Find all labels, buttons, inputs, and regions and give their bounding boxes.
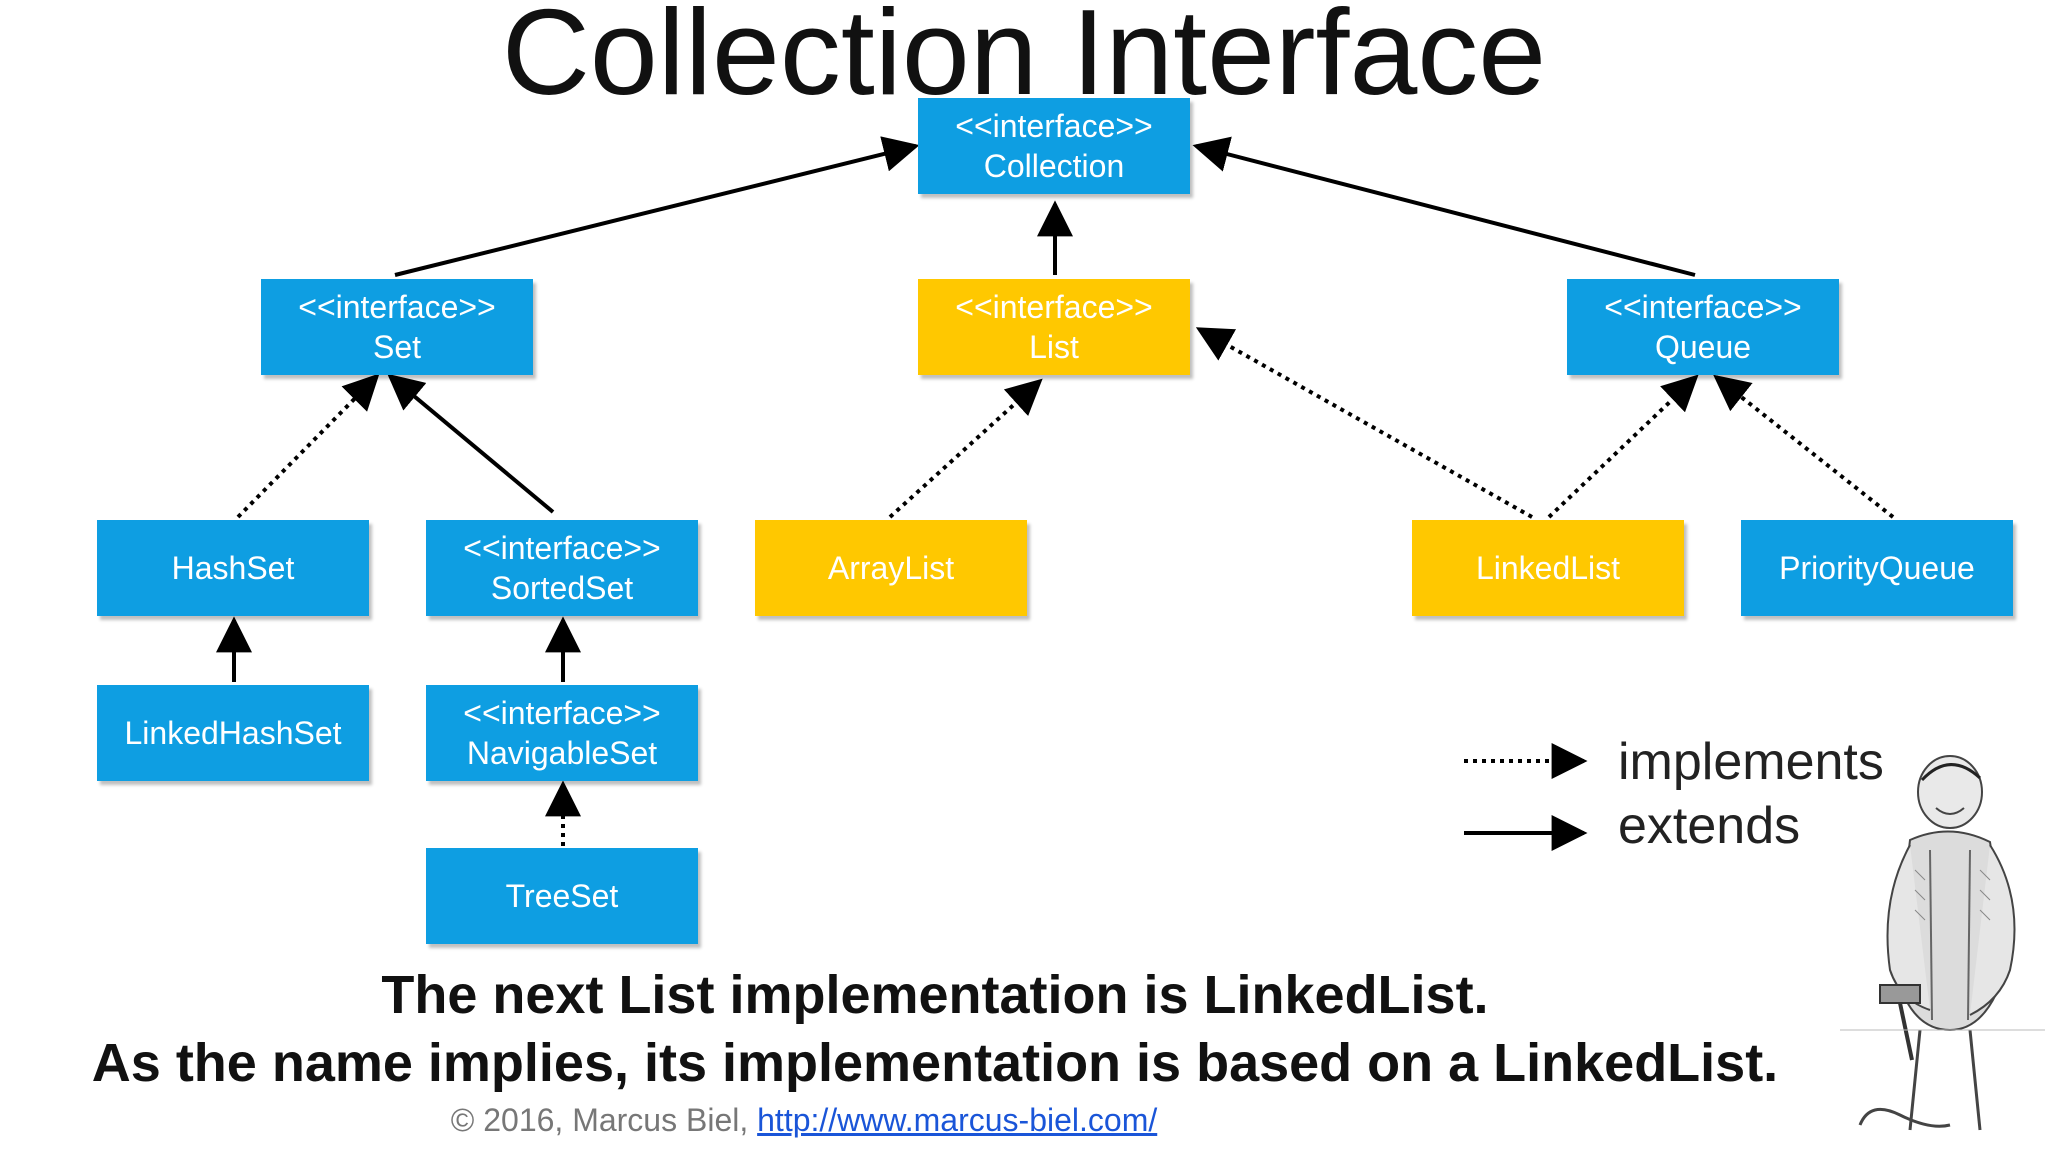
node-collection: <<interface>> Collection: [918, 98, 1190, 194]
node-list-stereotype: <<interface>>: [955, 289, 1153, 325]
caption-line-1: The next List implementation is LinkedLi…: [381, 965, 1489, 1025]
node-list: <<interface>> List: [918, 279, 1190, 375]
node-navigableset: <<interface>> NavigableSet: [426, 685, 698, 781]
page-title: Collection Interface: [501, 0, 1547, 120]
node-queue-name: Queue: [1654, 329, 1752, 365]
footer-copyright: © 2016, Marcus Biel,: [450, 1102, 749, 1138]
edge-hashset-set: [236, 373, 380, 519]
footer-link[interactable]: http://www.marcus-biel.com/: [757, 1102, 1158, 1138]
node-navigableset-name: NavigableSet: [466, 735, 658, 771]
edge-queue-collection: [1192, 136, 1696, 277]
node-priorityqueue-name: PriorityQueue: [1779, 550, 1975, 586]
node-list-name: List: [1029, 329, 1079, 365]
node-collection-name: Collection: [983, 148, 1125, 184]
node-linkedhashset: LinkedHashSet: [97, 685, 369, 781]
edge-linkedlist-list: [1195, 327, 1533, 519]
node-queue: <<interface>> Queue: [1567, 279, 1839, 375]
footer: © 2016, Marcus Biel, http://www.marcus-b…: [0, 1100, 1828, 1140]
node-treeset-name: TreeSet: [505, 878, 619, 914]
node-set: <<interface>> Set: [261, 279, 533, 375]
node-linkedlist: LinkedList: [1412, 520, 1684, 616]
node-sortedset: <<interface>> SortedSet: [426, 520, 698, 616]
node-set-stereotype: <<interface>>: [298, 289, 496, 325]
edge-linkedlist-queue: [1547, 374, 1699, 519]
node-navigableset-stereotype: <<interface>>: [463, 695, 661, 731]
craftsman-sketch-illustration: [1840, 755, 2045, 1131]
edge-priorityqueue-queue: [1713, 374, 1895, 519]
node-priorityqueue: PriorityQueue: [1741, 520, 2013, 616]
node-linkedlist-name: LinkedList: [1475, 550, 1621, 586]
node-set-name: Set: [372, 329, 422, 365]
node-linkedhashset-name: LinkedHashSet: [124, 715, 342, 751]
node-arraylist-name: ArrayList: [827, 550, 955, 586]
node-queue-stereotype: <<interface>>: [1604, 289, 1802, 325]
node-collection-stereotype: <<interface>>: [955, 108, 1153, 144]
legend-implements-label: implements: [1618, 733, 1884, 791]
edge-set-collection: [394, 136, 920, 277]
node-hashset: HashSet: [97, 520, 369, 616]
node-hashset-name: HashSet: [171, 550, 295, 586]
node-sortedset-stereotype: <<interface>>: [463, 530, 661, 566]
edge-sortedset-set: [387, 373, 555, 514]
legend-extends-label: extends: [1618, 797, 1801, 855]
node-sortedset-name: SortedSet: [490, 570, 634, 606]
edge-arraylist-list: [888, 378, 1043, 519]
node-arraylist: ArrayList: [755, 520, 1027, 616]
node-treeset: TreeSet: [426, 848, 698, 944]
caption-line-2: As the name implies, its implementation …: [91, 1033, 1779, 1093]
